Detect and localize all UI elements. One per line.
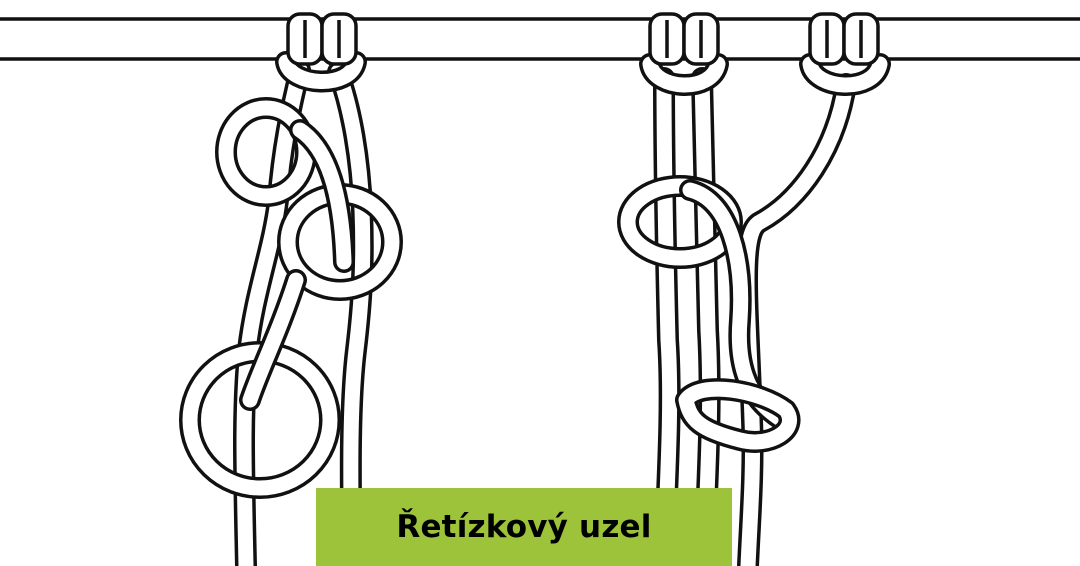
- dowel-rod: [0, 17, 1080, 61]
- bar-clamps: [286, 12, 880, 66]
- caption-banner: Řetízkový uzel: [316, 488, 732, 566]
- left-cord-pair: [179, 51, 403, 566]
- caption-title: Řetízkový uzel: [396, 509, 652, 545]
- right-cord-group: [617, 53, 891, 566]
